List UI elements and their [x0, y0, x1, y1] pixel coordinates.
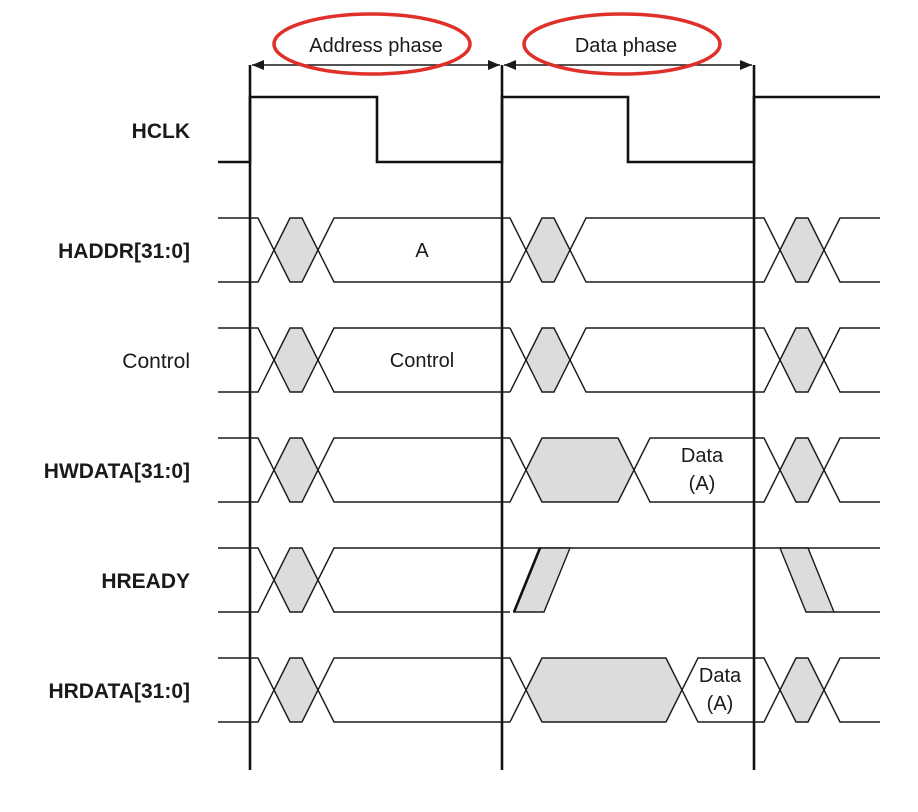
- arrowhead-right-icon: [488, 60, 500, 70]
- signal-name-control: Control: [122, 350, 190, 373]
- control-waveform: [218, 327, 880, 393]
- arrowhead-left-icon: [504, 60, 516, 70]
- arrowhead-left-icon: [252, 60, 264, 70]
- address-phase-label: Address phase: [309, 35, 442, 57]
- address-phase-highlight-circle: [272, 12, 472, 76]
- hrdata-value-line1: Data: [699, 665, 742, 687]
- haddr-waveform: [218, 217, 880, 283]
- hclk-waveform: [218, 95, 880, 164]
- data-phase-label: Data phase: [575, 35, 677, 57]
- signal-name-hclk: HCLK: [132, 120, 190, 143]
- cycle-boundaries: [248, 65, 756, 770]
- phase-brackets: Address phase Data phase: [252, 12, 752, 76]
- haddr-value: A: [415, 240, 429, 262]
- hwdata-value-line2: (A): [689, 473, 716, 495]
- hwdata-waveform: [218, 437, 880, 503]
- hwdata-value-line1: Data: [681, 445, 724, 467]
- hrdata-waveform: [218, 657, 880, 723]
- data-phase-highlight-circle: [522, 12, 722, 76]
- control-value: Control: [390, 350, 454, 372]
- signal-name-hready: HREADY: [101, 570, 190, 593]
- hrdata-value-line2: (A): [707, 693, 734, 715]
- hready-waveform: [218, 547, 880, 613]
- signal-name-hrdata: HRDATA[31:0]: [48, 680, 190, 703]
- signal-names: HCLK HADDR[31:0] Control HWDATA[31:0] HR…: [44, 120, 190, 703]
- arrowhead-right-icon: [740, 60, 752, 70]
- signal-name-haddr: HADDR[31:0]: [58, 240, 190, 263]
- signal-name-hwdata: HWDATA[31:0]: [44, 460, 190, 483]
